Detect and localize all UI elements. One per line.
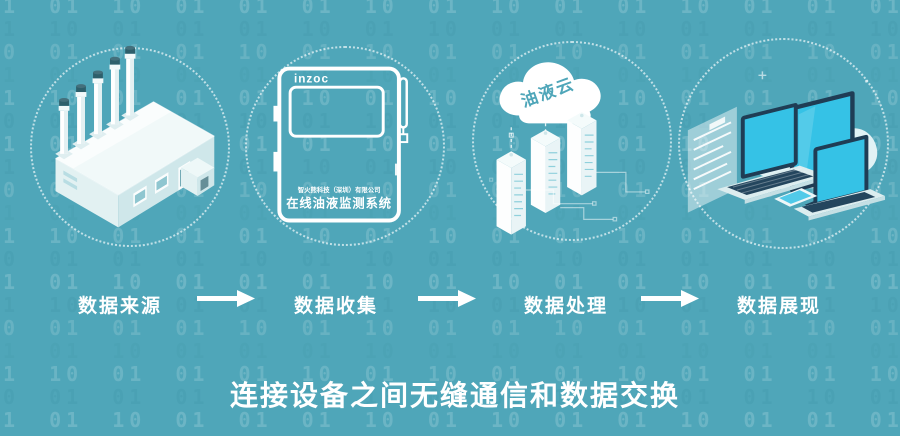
server-icon-3 [567, 112, 597, 196]
tablet-icon [774, 188, 818, 207]
circuit-traces [489, 171, 650, 222]
device-screen [288, 85, 385, 138]
server-icon-2 [530, 129, 561, 214]
monitoring-device-icon: inzoc 智火熊科技（深圳）有限公司 在线油液监测系统 [273, 66, 409, 223]
device-body [277, 66, 401, 223]
device-antenna [398, 77, 409, 144]
device-hinge-bottom [273, 151, 281, 172]
stage-circle-data-source [30, 45, 230, 247]
flow-arrow-icon [197, 290, 255, 307]
link-node [508, 132, 514, 138]
cloud-icon: 油液云 [499, 62, 601, 124]
cloud-servers-icon: 油液云 [489, 62, 650, 235]
flow-arrow-icon [641, 290, 699, 307]
device-system-label: 在线油液监测系统 [286, 196, 392, 211]
server-icon-1 [496, 151, 526, 235]
stage-label-data-display: 数据展现 [736, 296, 822, 317]
factory-icon [55, 45, 215, 228]
stage-label-data-collection: 数据收集 [293, 296, 379, 317]
laptop-icon-right [793, 134, 886, 221]
page-title: 连接设备之间无缝通信和数据交换 [229, 380, 681, 411]
laptop-icon-left [717, 102, 828, 204]
display-devices-icon [687, 71, 886, 221]
flow-arrow-icon [418, 290, 476, 307]
device-logo: inzoc [294, 72, 329, 85]
stage-label-data-source: 数据来源 [77, 296, 163, 317]
factory-chimneys [55, 45, 139, 160]
stage-circle-data-processing: 油液云 [472, 41, 672, 241]
sparkles [758, 71, 868, 83]
stage-circle-data-collection: inzoc 智火熊科技（深圳）有限公司 在线油液监测系统 [245, 46, 445, 246]
factory-building [55, 101, 215, 228]
stage-label-data-processing: 数据处理 [523, 296, 609, 317]
document-panel [687, 106, 737, 213]
device-hinge-top [273, 105, 281, 122]
stage-circle-data-display [678, 38, 889, 249]
device-side-port [394, 163, 400, 176]
device-company-label: 智火熊科技（深圳）有限公司 [298, 185, 381, 194]
factory-annex [180, 157, 215, 196]
